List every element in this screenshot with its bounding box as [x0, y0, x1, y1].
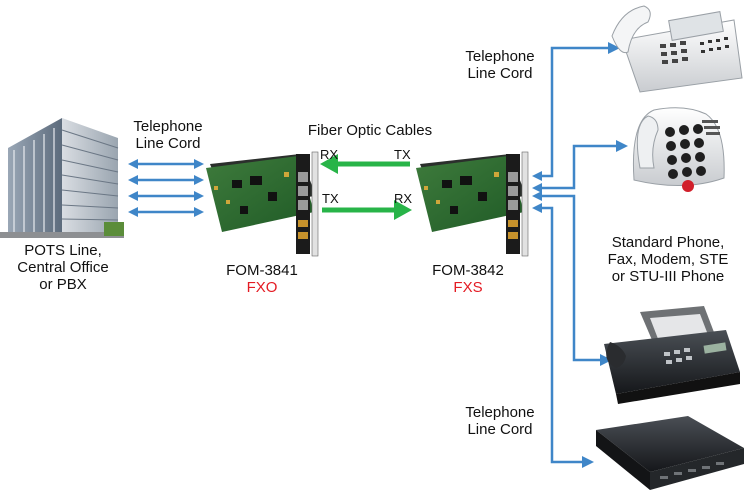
- unit-1-model: FOM-3841: [226, 262, 298, 279]
- right-arrowheads: [532, 42, 628, 468]
- fiber-top-left-label: RX: [320, 147, 339, 162]
- left-cord-line-2: Line Cord: [135, 135, 201, 152]
- pots-line-1: POTS Line,: [24, 242, 102, 259]
- unit-fom-3842-label: FOM-3842 FXS: [418, 262, 518, 296]
- copper-arrow-2: [128, 175, 204, 185]
- right-cord-top-line-2: Line Cord: [467, 65, 533, 82]
- left-cord-line-1: Telephone: [133, 118, 203, 135]
- right-line-cord-top-label: Telephone Line Cord: [450, 48, 550, 82]
- right-line-cord-bottom-label: Telephone Line Cord: [450, 404, 550, 438]
- fiber-arrows: [320, 154, 412, 220]
- fiber-modem-card-icon-2: [416, 151, 529, 257]
- line-to-fax: [540, 194, 602, 362]
- devices-line-2: Fax, Modem, STE: [607, 251, 729, 268]
- unit-1-mode: FXO: [246, 279, 278, 296]
- fiber-optic-cables-label: Fiber Optic Cables: [307, 122, 433, 139]
- copper-arrow-4: [128, 207, 204, 217]
- dsl-modem-icon: [596, 416, 744, 490]
- right-line-cord-lines: [540, 46, 618, 464]
- pots-line-label: POTS Line, Central Office or PBX: [0, 242, 126, 293]
- copper-arrow-3: [128, 191, 204, 201]
- fiber-arrow-rx: [320, 154, 410, 174]
- big-button-phone-icon: [632, 107, 725, 192]
- line-to-big-button-phone: [540, 144, 618, 190]
- office-building-icon: [0, 118, 124, 238]
- fiber-bottom-right-label: RX: [394, 191, 413, 206]
- devices-label: Standard Phone, Fax, Modem, STE or STU-I…: [596, 234, 740, 285]
- left-line-cord-label: Telephone Line Cord: [124, 118, 212, 152]
- unit-fom-3841-label: FOM-3841 FXO: [212, 262, 312, 296]
- fax-machine-icon: [604, 306, 740, 404]
- line-to-modem: [540, 206, 584, 464]
- fiber-modem-card-icon: [206, 151, 319, 257]
- devices-line-3: or STU-III Phone: [611, 268, 725, 285]
- fiber-arrow-tx: [322, 200, 412, 220]
- unit-2-model: FOM-3842: [432, 262, 504, 279]
- pots-line-2: Central Office: [17, 259, 109, 276]
- fiber-bottom-left-label: TX: [322, 191, 339, 206]
- right-cord-top-line-1: Telephone: [465, 48, 535, 65]
- copper-arrow-1: [128, 159, 204, 169]
- pots-line-3: or PBX: [39, 276, 87, 293]
- right-cord-bottom-line-1: Telephone: [465, 404, 535, 421]
- fiber-top-right-label: TX: [394, 147, 411, 162]
- line-to-desk-phone: [540, 46, 610, 178]
- left-line-cord-arrows: [128, 159, 204, 217]
- devices-line-1: Standard Phone,: [611, 234, 725, 251]
- right-cord-bottom-line-2: Line Cord: [467, 421, 533, 438]
- multi-line-desk-phone-icon: [611, 5, 743, 93]
- unit-2-mode: FXS: [453, 279, 483, 296]
